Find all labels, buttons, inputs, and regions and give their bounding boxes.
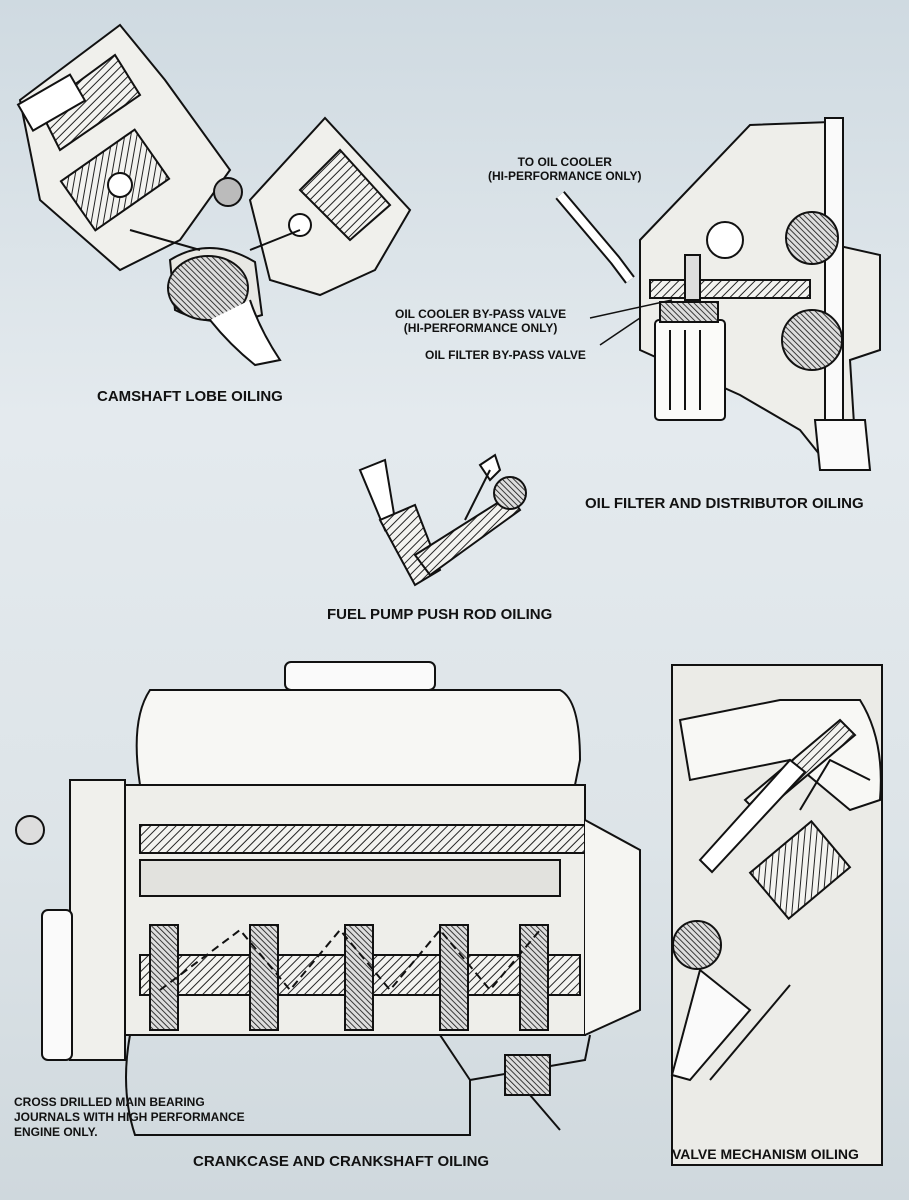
- callout-oil-cooler-line1: TO OIL COOLER: [517, 155, 612, 169]
- caption-camshaft-lobe-oiling: CAMSHAFT LOBE OILING: [97, 388, 283, 405]
- callout-cross-line1: CROSS DRILLED MAIN BEARING: [14, 1095, 205, 1109]
- callout-bypass-line2: (HI-PERFORMANCE ONLY): [403, 321, 558, 335]
- callout-oil-cooler: TO OIL COOLER (HI-PERFORMANCE ONLY): [488, 155, 642, 183]
- callout-oil-cooler-bypass-valve: OIL COOLER BY-PASS VALVE (HI-PERFORMANCE…: [395, 307, 566, 335]
- crankcase-crankshaft-diagram: [15, 661, 641, 1136]
- callout-cross-line3: ENGINE ONLY.: [14, 1125, 98, 1139]
- fuel-pump-pushrod-diagram: [358, 453, 527, 587]
- callout-cross-drilled-journals: CROSS DRILLED MAIN BEARING JOURNALS WITH…: [14, 1095, 245, 1140]
- caption-oil-filter-distributor-oiling: OIL FILTER AND DISTRIBUTOR OILING: [585, 495, 864, 512]
- callout-bypass-line1: OIL COOLER BY-PASS VALVE: [395, 307, 567, 321]
- camshaft-lobe-diagram: [16, 23, 412, 367]
- caption-fuel-pump-push-rod-oiling: FUEL PUMP PUSH ROD OILING: [327, 606, 553, 623]
- callout-oil-cooler-line2: (HI-PERFORMANCE ONLY): [488, 169, 642, 183]
- callout-oil-filter-bypass-valve: OIL FILTER BY-PASS VALVE: [425, 348, 586, 362]
- caption-crankcase-crankshaft-oiling: CRANKCASE AND CRANKSHAFT OILING: [193, 1153, 490, 1170]
- valve-mechanism-diagram: [670, 664, 883, 1166]
- oil-filter-distributor-diagram: [555, 117, 881, 471]
- callout-cross-line2: JOURNALS WITH HIGH PERFORMANCE: [14, 1110, 245, 1124]
- caption-valve-mechanism-oiling: VALVE MECHANISM OILING: [672, 1146, 859, 1162]
